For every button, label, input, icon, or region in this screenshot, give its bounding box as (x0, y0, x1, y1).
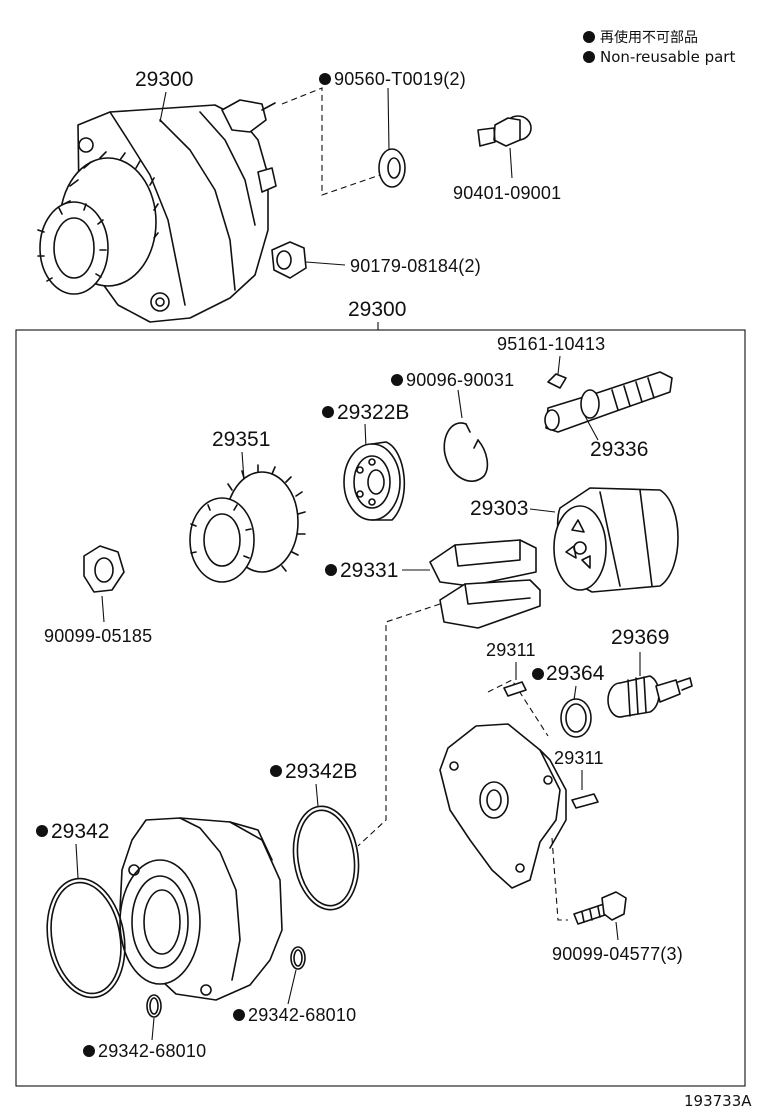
part-29369-check-valve (607, 675, 693, 718)
non-reusable-mark-icon (270, 765, 282, 777)
figure-id: 193733A (684, 1092, 752, 1110)
label-90401-09001: 90401-09001 (453, 183, 561, 203)
label-assy-29300-top: 29300 (135, 68, 193, 91)
label-29336: 29336 (590, 438, 648, 461)
non-reusable-mark-icon (325, 564, 337, 576)
non-reusable-mark-icon (36, 825, 48, 837)
label-29322B: 29322B (337, 401, 409, 424)
label-29351: 29351 (212, 428, 270, 451)
part-29311-pin (571, 793, 599, 809)
non-reusable-mark-icon (319, 73, 331, 85)
part-29351-drive-gear (189, 464, 306, 583)
non-reusable-mark-icon (83, 1045, 95, 1057)
label-90099-05185: 90099-05185 (44, 626, 152, 646)
label-29342-68010-right: 29342-68010 (248, 1005, 356, 1025)
part-29331-vanes (429, 539, 541, 629)
legend: 再使用不可部品 Non-reusable part (583, 29, 735, 66)
part-29342-68010-small-o-ring (290, 946, 306, 970)
label-90179-08184: 90179-08184(2) (350, 256, 481, 276)
label-29331: 29331 (340, 559, 398, 582)
part-90560-washer (281, 87, 406, 196)
part-pump-housing (119, 817, 283, 1001)
part-29322B-bearing (343, 441, 406, 521)
label-29364: 29364 (546, 662, 605, 685)
assembly-boundary-box (15, 329, 746, 1087)
non-reusable-bullet-icon (583, 31, 595, 43)
alignment-line (551, 837, 568, 921)
part-29311-pin (503, 681, 527, 697)
label-29342-68010-left: 29342-68010 (98, 1041, 206, 1061)
non-reusable-mark-icon (233, 1009, 245, 1021)
part-90099-04577-bolt (573, 891, 627, 941)
legend-non-reusable-en: Non-reusable part (600, 48, 735, 66)
part-end-cover-plate (439, 723, 567, 889)
label-29311-lower: 29311 (554, 748, 604, 768)
part-90179-nut (271, 241, 346, 279)
part-29364-o-ring (560, 698, 592, 738)
label-90096-90031: 90096-90031 (406, 370, 514, 390)
part-90401-union-bolt (477, 115, 532, 179)
non-reusable-mark-icon (322, 406, 334, 418)
part-95161-key (547, 373, 567, 389)
non-reusable-bullet-icon (583, 51, 595, 63)
label-29342B: 29342B (285, 760, 357, 783)
alignment-line (487, 679, 549, 737)
vacuum-pump-assembly-illustration (37, 99, 277, 323)
part-29336-shaft (544, 371, 673, 433)
part-29342-68010-small-o-ring (146, 994, 162, 1018)
non-reusable-mark-icon (532, 668, 544, 680)
label-29303: 29303 (470, 497, 528, 520)
part-29303-rotor (553, 487, 679, 593)
label-90560-T0019: 90560-T0019(2) (334, 69, 466, 89)
label-assy-29300-box: 29300 (348, 298, 406, 321)
legend-non-reusable-jp: 再使用不可部品 (600, 29, 698, 46)
label-29342: 29342 (51, 820, 109, 843)
non-reusable-mark-icon (391, 374, 403, 386)
part-90099-05185-nut (83, 545, 125, 623)
alignment-line (357, 603, 441, 847)
label-29369: 29369 (611, 626, 669, 649)
part-29342B-o-ring (292, 805, 360, 911)
part-29342-o-ring (46, 877, 126, 999)
label-90099-04577: 90099-04577(3) (552, 944, 683, 964)
label-95161-10413: 95161-10413 (497, 334, 605, 354)
part-90096-snap-ring (443, 422, 489, 482)
label-29311-upper: 29311 (486, 640, 536, 660)
